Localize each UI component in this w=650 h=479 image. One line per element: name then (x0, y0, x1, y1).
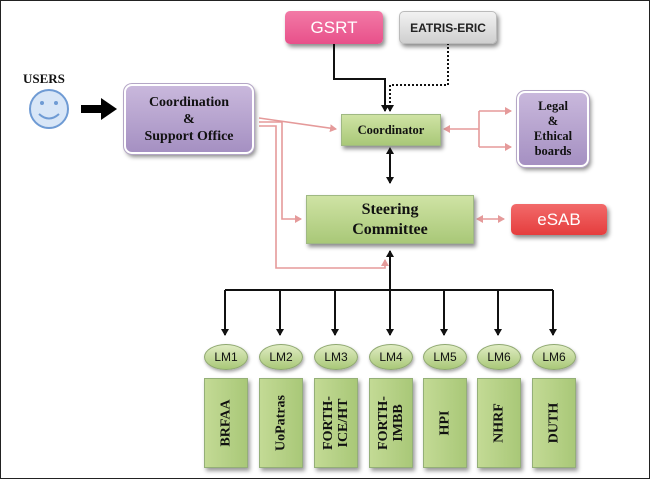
esab-box: eSAB (511, 204, 607, 235)
gsrt-connector (333, 43, 389, 112)
eatris-box: EATRIS-ERIC (399, 11, 497, 44)
institution-box: BRFAA (204, 378, 248, 468)
institution-box: FORTH- ICE/HT (314, 378, 358, 468)
coordinator-label: Coordinator (357, 122, 425, 137)
lm-label: LM1 (214, 350, 238, 364)
institution-label: FORTH- IMBB (376, 396, 406, 450)
lm-oval: LM5 (423, 344, 467, 370)
legal-line2: & (547, 114, 559, 128)
lm-oval: LM4 (369, 344, 413, 370)
cso-line2: & (183, 111, 195, 127)
eatris-label: EATRIS-ERIC (410, 20, 486, 35)
institution-label: NHRF (491, 403, 507, 443)
lm-oval: LM6 (477, 344, 521, 370)
institution-label: UoPatras (273, 395, 289, 451)
gsrt-box: GSRT (285, 11, 383, 44)
cso-line3: Support Office (144, 128, 234, 144)
lm-label: LM3 (324, 350, 348, 364)
esab-label: eSAB (537, 209, 581, 229)
institution-box: FORTH- IMBB (369, 378, 413, 468)
cso-line1: Coordination (148, 94, 230, 110)
users-label: USERS (23, 71, 65, 86)
lm-oval: LM6 (532, 344, 576, 370)
steering-committee: Steering Committee (306, 195, 474, 244)
institution-label: FORTH- ICE/HT (321, 396, 351, 450)
legal-ethical-boards: Legal & Ethical boards (516, 90, 590, 168)
smiley-icon (29, 89, 69, 129)
institution-box: HPI (423, 378, 467, 468)
institution-label: BRFAA (218, 399, 234, 447)
lm-label: LM6 (542, 350, 566, 364)
institution-label: HPI (437, 410, 453, 436)
lm-oval: LM2 (259, 344, 303, 370)
cso-to-steering-arrow (259, 121, 302, 223)
lm-label: LM6 (487, 350, 511, 364)
legal-line1: Legal (538, 99, 568, 113)
cso-to-bus-arrow (259, 125, 389, 269)
institution-box: UoPatras (259, 378, 303, 468)
lm-label: LM2 (269, 350, 293, 364)
eatris-connector (386, 43, 449, 112)
lm-oval: LM1 (204, 344, 248, 370)
coordination-support-office: Coordination & Support Office (123, 83, 255, 155)
lm-label: LM4 (379, 350, 403, 364)
institution-box: NHRF (477, 378, 521, 468)
steering-line2: Committee (352, 220, 428, 238)
institution-box: DUTH (532, 378, 576, 468)
institution-label: DUTH (546, 402, 562, 444)
coordinator-box: Coordinator (341, 114, 441, 146)
gsrt-label: GSRT (310, 17, 358, 37)
steering-line1: Steering (361, 200, 419, 218)
lm-label: LM5 (433, 350, 457, 364)
legal-line4: boards (534, 144, 572, 158)
cso-to-coordinator-arrow (258, 117, 337, 133)
lm-oval: LM3 (314, 344, 358, 370)
legal-line3: Ethical (533, 129, 573, 143)
